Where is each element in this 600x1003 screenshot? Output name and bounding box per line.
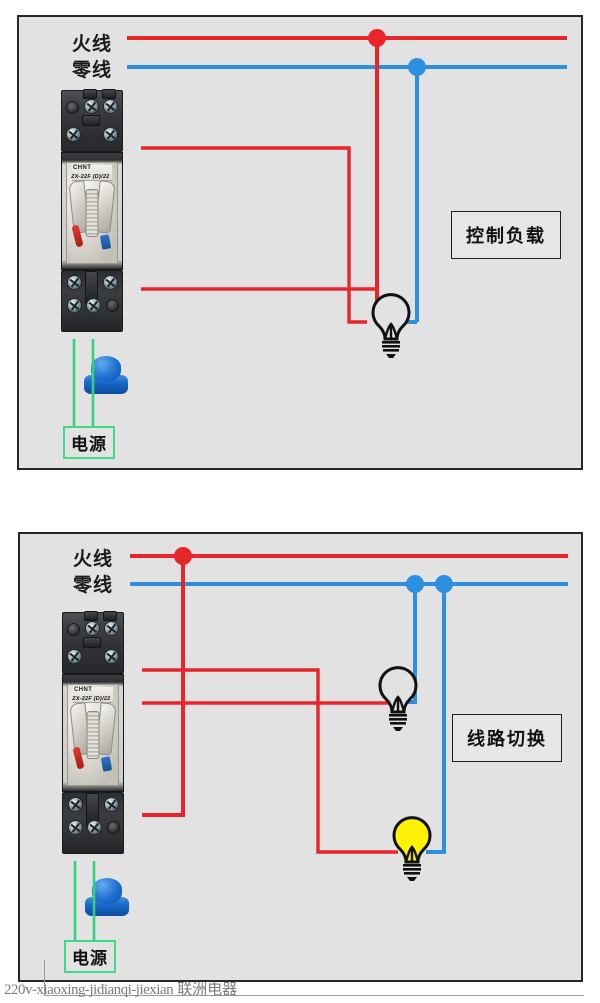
relay-socket-top-2	[62, 611, 124, 674]
neutral-junction-dot-a-2	[406, 575, 424, 593]
relay-brand-2: CHNT	[74, 687, 93, 693]
source-wiring-2	[73, 861, 96, 946]
no-lamp-2	[392, 816, 432, 881]
neutral-wire-label-1: 零线	[72, 60, 113, 81]
relay-module-1: CHNT ZX-22F (D)/22	[61, 89, 123, 332]
relay-coil-body-2: CHNT ZX-22F (D)/22	[62, 674, 124, 792]
live-wire-label-2: 火线	[73, 549, 114, 570]
control-load-diagram-panel: 火线 零线	[17, 15, 583, 470]
neutral-junction-dot-b-2	[435, 575, 453, 593]
relay-socket-top-1	[61, 89, 123, 152]
live-junction-dot-2	[174, 547, 192, 565]
wiring-diagram-1	[127, 29, 567, 358]
wiring-diagram-2	[130, 547, 568, 881]
power-source-label-2: 电源	[64, 940, 116, 973]
power-push-button-2[interactable]	[85, 878, 129, 916]
nc-lamp-2	[378, 666, 418, 731]
neutral-wire-label-2: 零线	[73, 575, 114, 596]
live-drop-to-relay-2	[142, 556, 185, 817]
relay-coil-body-1: CHNT ZX-22F (D)/22	[61, 152, 123, 270]
source-wiring-1	[72, 339, 95, 432]
watermark-latin: 220v-xiaoxing-jidianqi-jiexian	[4, 982, 174, 998]
live-junction-dot-1	[368, 29, 386, 47]
line-switching-diagram-panel: 火线 零线	[18, 532, 583, 982]
relay-module-2: CHNT ZX-22F (D)/22	[62, 611, 124, 854]
power-source-label-1: 电源	[63, 426, 115, 459]
watermark-rule-vertical	[44, 960, 45, 996]
neutral-junction-dot-1	[408, 58, 426, 76]
watermark-text: 220v-xiaoxing-jidianqi-jiexian 联洲电器	[4, 978, 237, 999]
power-push-button-1[interactable]	[84, 356, 128, 394]
relay-socket-bottom-2	[62, 792, 124, 854]
watermark-rule-horizontal	[44, 995, 584, 996]
relay-nc-wire-2	[142, 668, 320, 796]
load-lamp-1	[371, 293, 411, 358]
bottom-lamp-live-2	[316, 796, 398, 854]
line-switching-note-2: 线路切换	[452, 714, 562, 762]
neutral-bottom-lamp-2	[426, 584, 446, 854]
control-load-note-1: 控制负载	[451, 211, 561, 259]
live-wire-label-1: 火线	[72, 34, 113, 55]
watermark-cn: 联洲电器	[173, 981, 238, 998]
relay-brand-1: CHNT	[73, 165, 92, 171]
relay-upper-terminal-wire-1	[141, 146, 367, 324]
relay-socket-bottom-1	[61, 270, 123, 332]
